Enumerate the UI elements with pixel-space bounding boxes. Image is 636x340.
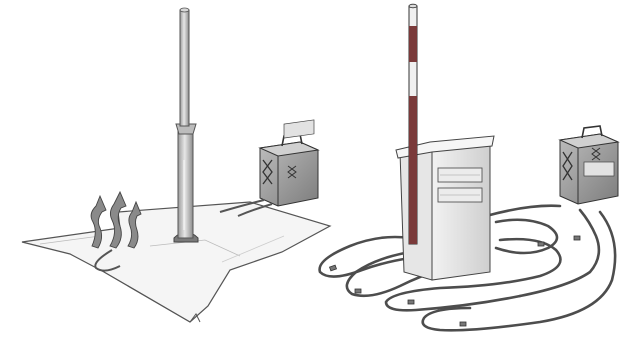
heater-unit-icon (260, 120, 318, 206)
right-scene (320, 4, 618, 330)
heater-unit-icon (560, 126, 618, 204)
heating-mat-icon (22, 202, 330, 322)
heat-arrows-icon (91, 192, 141, 248)
marker-pole-icon (409, 4, 417, 244)
left-scene (22, 8, 330, 322)
